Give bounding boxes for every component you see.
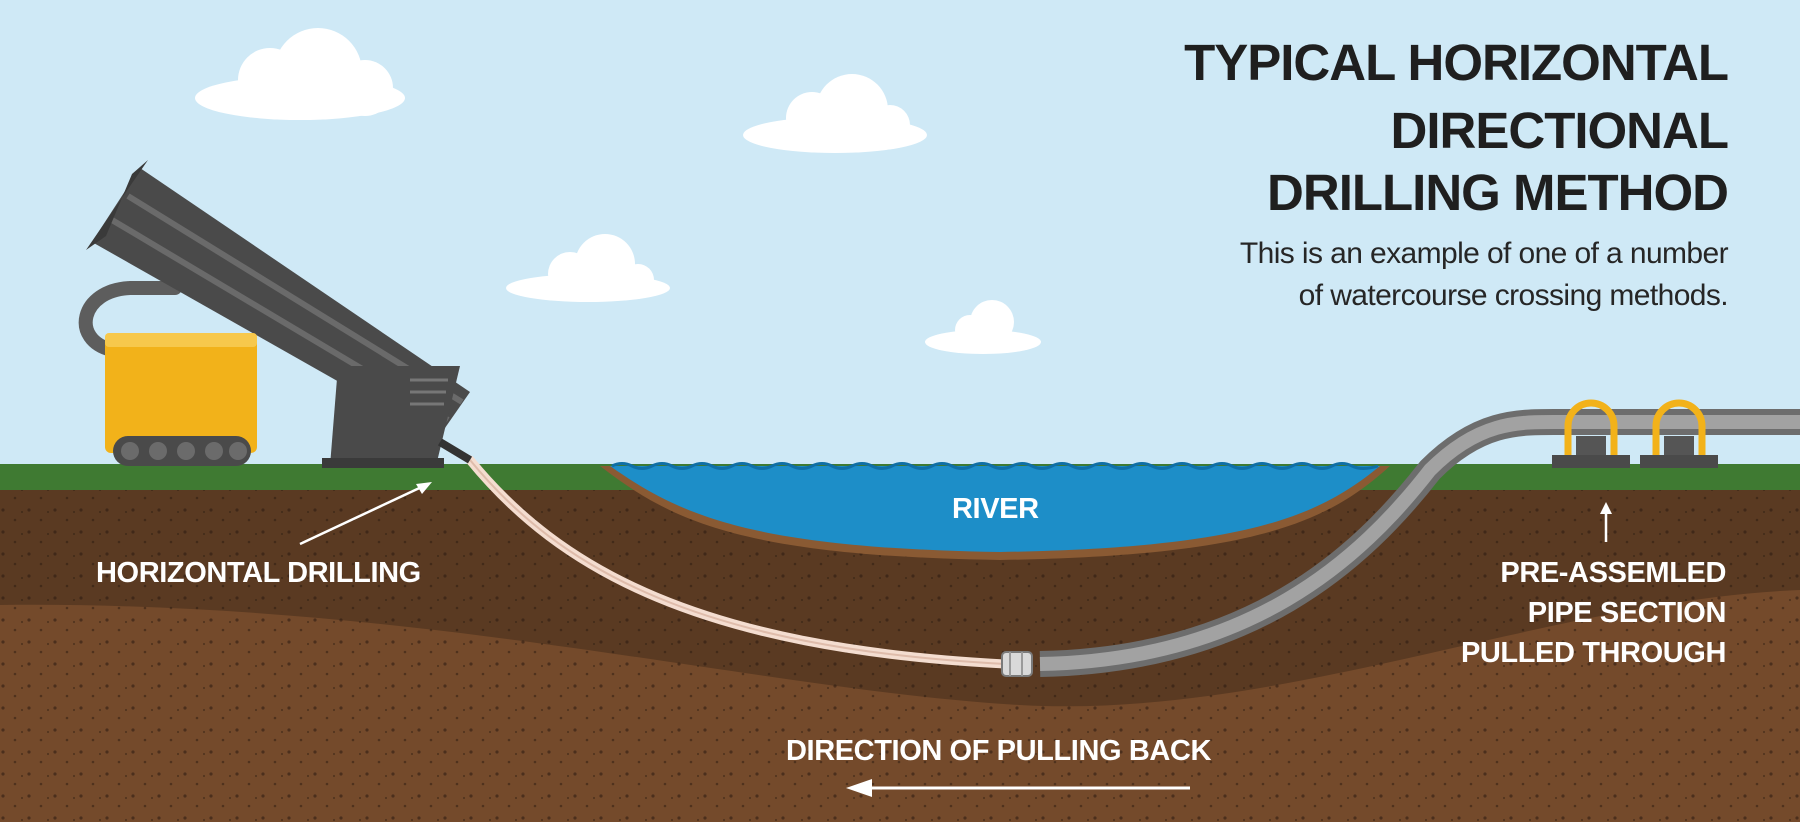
pipe-section-label-line-2: PIPE SECTION xyxy=(1527,597,1727,629)
drill-rig xyxy=(78,160,473,468)
cloud xyxy=(506,234,670,302)
pull-direction-arrowhead xyxy=(846,779,872,797)
cloud xyxy=(195,28,405,120)
pipe-section-arrowhead xyxy=(1600,502,1612,514)
pipe-underground-highlight xyxy=(1039,414,1800,671)
pipe-roller xyxy=(1552,399,1630,468)
reamer-head xyxy=(1001,651,1033,677)
title-line-2: DIRECTIONAL xyxy=(1390,102,1729,159)
river xyxy=(610,466,1380,552)
title-line-1: TYPICAL HORIZONTAL xyxy=(1184,34,1729,91)
rig-body xyxy=(105,333,257,453)
title-line-3: DRILLING METHOD xyxy=(1267,164,1729,221)
drill-stem xyxy=(437,438,473,464)
horizontal-drilling-arrow xyxy=(299,482,429,546)
subtitle-line-2: of watercourse crossing methods. xyxy=(1298,279,1729,312)
river-label: RIVER xyxy=(952,493,1039,525)
pipe-section-label-line-3: PULLED THROUGH xyxy=(1460,637,1726,669)
rig-hose xyxy=(78,281,182,357)
cloud xyxy=(743,74,927,153)
cloud xyxy=(925,300,1041,354)
pipe-section-label-line-1: PRE-ASSEMLED xyxy=(1500,557,1726,589)
horizontal-drilling-arrowhead xyxy=(416,482,432,494)
drill-path-outline xyxy=(469,459,1006,665)
subtitle-line-1: This is an example of one of a number xyxy=(1239,237,1729,270)
river-surface xyxy=(611,462,1379,470)
pull-direction-label: DIRECTION OF PULLING BACK xyxy=(786,735,1211,767)
horizontal-drilling-label: HORIZONTAL DRILLING xyxy=(96,557,421,589)
pipe-roller xyxy=(1640,399,1718,468)
